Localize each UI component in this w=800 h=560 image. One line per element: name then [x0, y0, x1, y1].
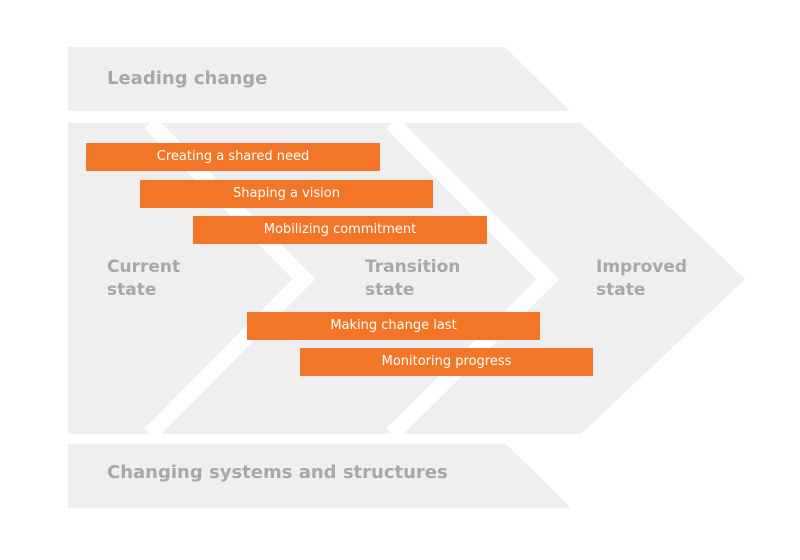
state-label-improved: Improved state — [596, 256, 687, 302]
state-label-line: Transition — [365, 257, 461, 277]
activity-bar-monitoring: Monitoring progress — [300, 348, 593, 376]
state-label-current: Current state — [107, 256, 180, 302]
activity-bar-shared-need: Creating a shared need — [86, 143, 380, 171]
leading-change-label: Leading change — [107, 68, 268, 89]
state-label-line: state — [107, 280, 157, 300]
state-label-line: Improved — [596, 257, 688, 277]
state-label-line: state — [365, 280, 415, 300]
activity-bar-vision: Shaping a vision — [140, 180, 433, 208]
separator-chevron-2 — [386, 117, 560, 440]
activity-bar-commitment: Mobilizing commitment — [193, 216, 487, 244]
leading-change-band-shape — [68, 47, 570, 111]
activity-bar-change-last: Making change last — [247, 312, 540, 340]
state-label-line: Current — [107, 257, 181, 277]
systems-structures-band-shape — [68, 444, 571, 508]
state-label-line: state — [596, 280, 646, 300]
changing-systems-label: Changing systems and structures — [107, 462, 448, 483]
state-label-transition: Transition state — [365, 256, 460, 302]
separator-chevron-1 — [144, 117, 316, 440]
